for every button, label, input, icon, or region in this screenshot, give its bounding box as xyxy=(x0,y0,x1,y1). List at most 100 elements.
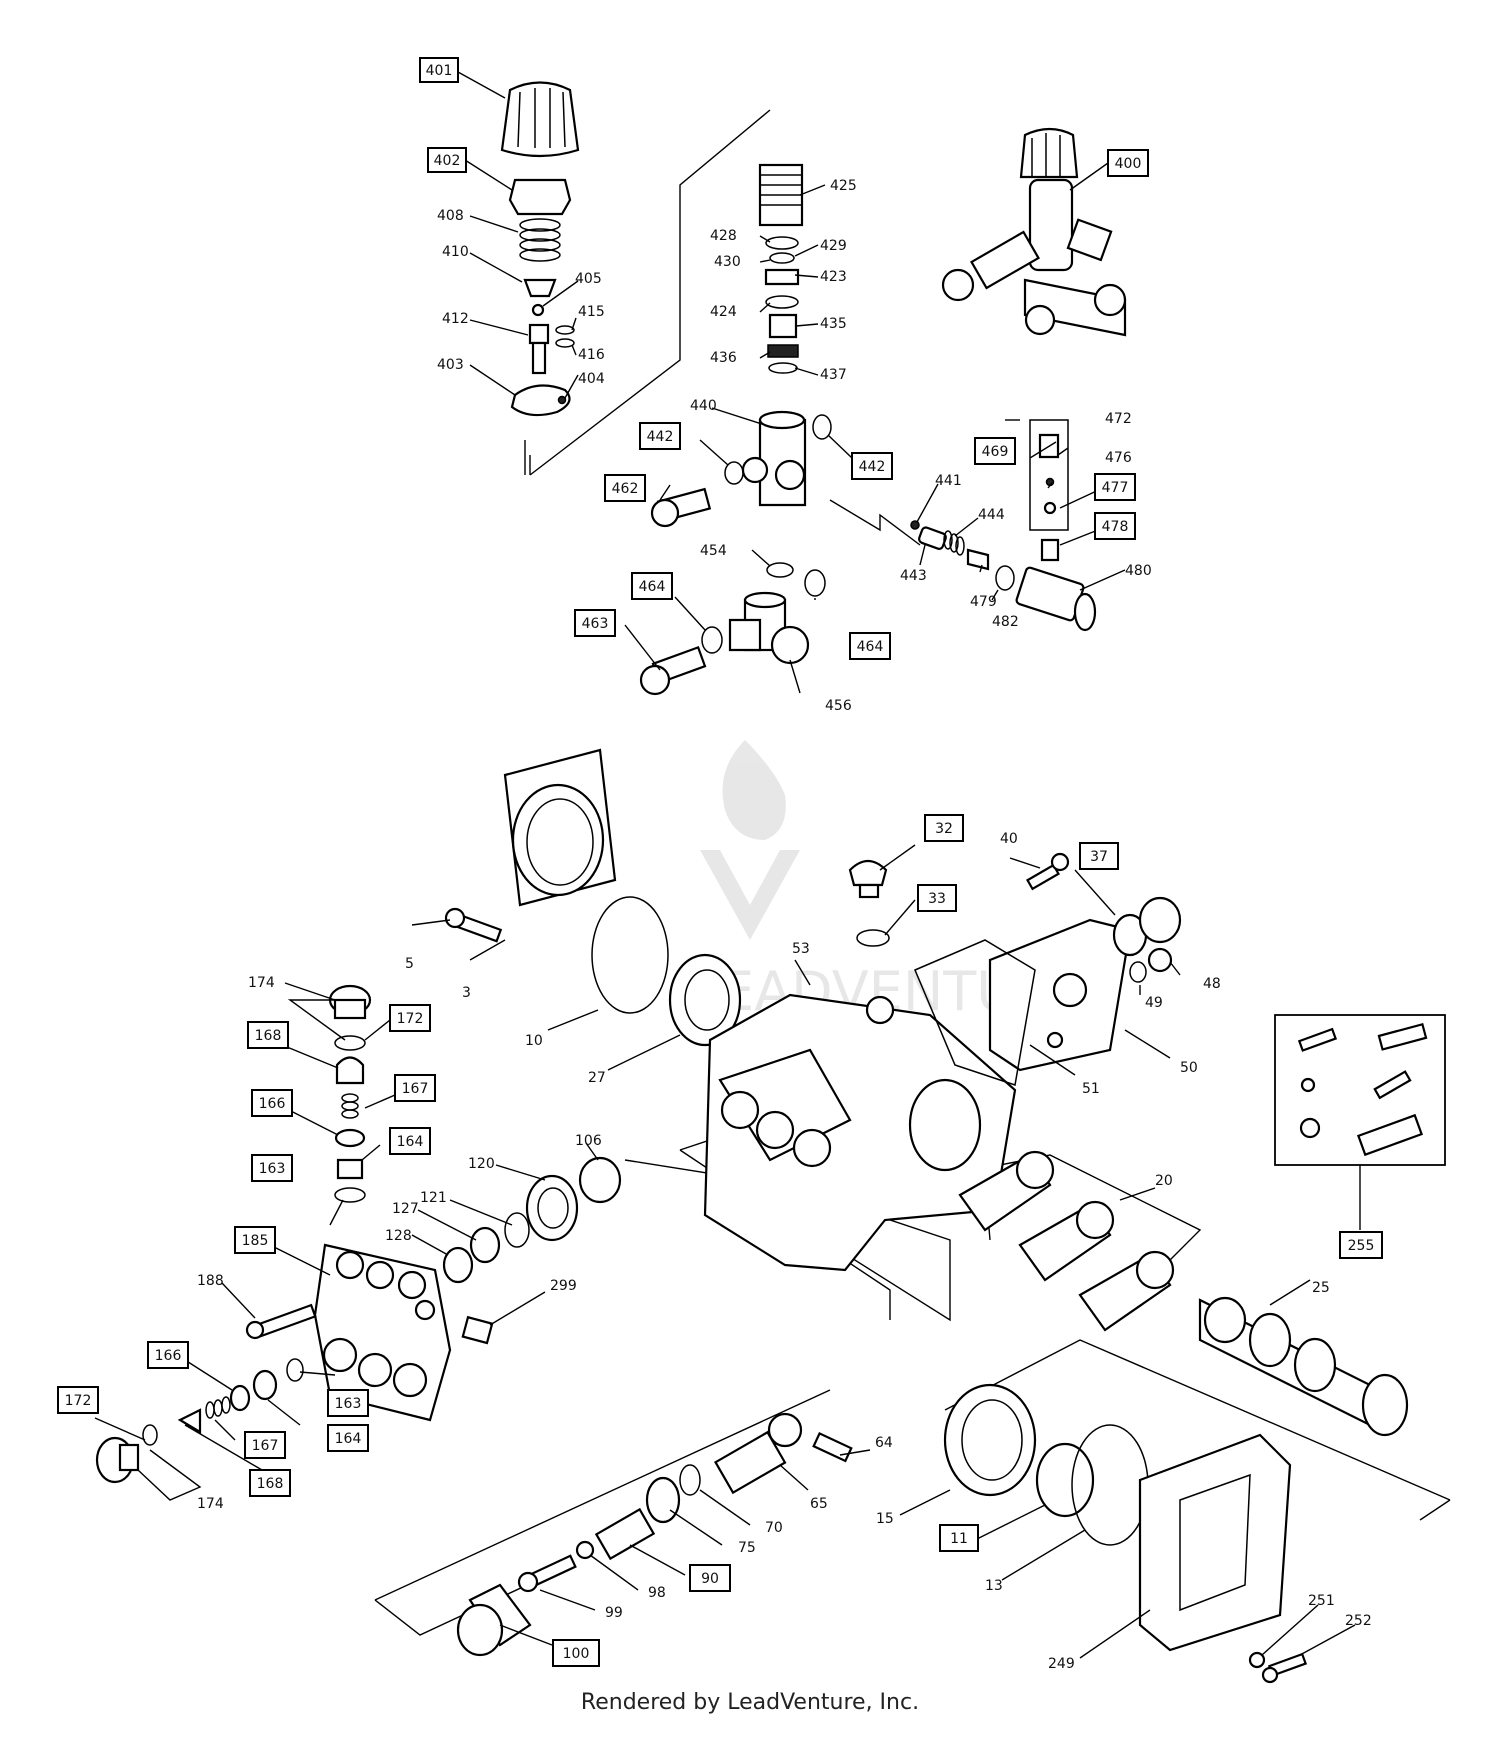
callout-33: 33 xyxy=(917,884,957,912)
svg-text:255: 255 xyxy=(1348,1238,1375,1254)
label-5: 5 xyxy=(405,956,414,972)
manifold-head-185 xyxy=(313,1243,452,1422)
label-425: 425 xyxy=(830,178,857,194)
label-424: 424 xyxy=(710,304,737,320)
label-476: 476 xyxy=(1105,450,1132,466)
seal-75 xyxy=(645,1476,681,1524)
cap-402 xyxy=(508,178,572,216)
callout-255: 255 xyxy=(1339,1231,1383,1259)
label-299: 299 xyxy=(550,1278,577,1294)
washer-436 xyxy=(767,344,799,358)
cage-168-bottom xyxy=(177,1408,202,1434)
label-252: 252 xyxy=(1345,1613,1372,1629)
valve-435 xyxy=(768,313,798,339)
label-50: 50 xyxy=(1180,1060,1198,1076)
callout-401: 401 xyxy=(419,57,459,83)
injector-480 xyxy=(1015,566,1097,632)
bolt-40 xyxy=(1026,852,1070,891)
svg-text:166: 166 xyxy=(259,1096,286,1112)
oring-163-top xyxy=(334,1187,366,1203)
oring-172-top xyxy=(334,1035,366,1051)
ball-405 xyxy=(531,303,545,317)
seat-423 xyxy=(764,268,800,286)
label-456: 456 xyxy=(825,698,852,714)
oring-464-left xyxy=(701,626,723,654)
svg-text:463: 463 xyxy=(582,616,609,632)
pin-64 xyxy=(812,1432,853,1463)
callout-442-right: 442 xyxy=(851,452,893,480)
kit-255-contents xyxy=(1297,1022,1428,1157)
ring-477 xyxy=(1043,501,1057,515)
callout-163-bottom: 163 xyxy=(327,1389,369,1417)
svg-text:168: 168 xyxy=(255,1028,282,1044)
spring-408 xyxy=(519,218,561,262)
callout-462: 462 xyxy=(604,474,646,502)
label-99: 99 xyxy=(605,1605,623,1621)
svg-text:100: 100 xyxy=(563,1646,590,1662)
label-428: 428 xyxy=(710,228,737,244)
label-48: 48 xyxy=(1203,976,1221,992)
callout-163-top: 163 xyxy=(251,1154,293,1182)
callout-37: 37 xyxy=(1079,842,1119,870)
callout-402: 402 xyxy=(427,147,467,173)
ball-441 xyxy=(910,520,920,530)
label-249: 249 xyxy=(1048,1656,1075,1672)
label-435: 435 xyxy=(820,316,847,332)
callout-90: 90 xyxy=(689,1564,731,1592)
label-412: 412 xyxy=(442,311,469,327)
callout-168-bottom: 168 xyxy=(249,1469,291,1497)
oring-10 xyxy=(591,896,669,1014)
svg-text:168: 168 xyxy=(257,1476,284,1492)
label-98: 98 xyxy=(648,1585,666,1601)
washer-251 xyxy=(1248,1651,1266,1669)
seal-11 xyxy=(1035,1442,1095,1518)
svg-text:166: 166 xyxy=(155,1348,182,1364)
label-443: 443 xyxy=(900,568,927,584)
callout-100: 100 xyxy=(552,1639,600,1667)
callout-164-top: 164 xyxy=(389,1127,431,1155)
svg-text:462: 462 xyxy=(612,481,639,497)
label-10: 10 xyxy=(525,1033,543,1049)
label-40: 40 xyxy=(1000,831,1018,847)
part-labels: 408 410 405 412 415 416 403 404 425 428 … xyxy=(197,178,1372,1672)
bearing-27 xyxy=(668,953,742,1047)
label-472: 472 xyxy=(1105,411,1132,427)
oring-424 xyxy=(765,295,799,309)
label-128: 128 xyxy=(385,1228,412,1244)
label-441: 441 xyxy=(935,473,962,489)
seal-retainer-120 xyxy=(525,1174,579,1242)
gasket-51 xyxy=(914,939,1036,1086)
label-408: 408 xyxy=(437,208,464,224)
plug-174-top xyxy=(328,984,372,1020)
label-51: 51 xyxy=(1082,1081,1100,1097)
bolt-188 xyxy=(245,1303,317,1340)
cover-50 xyxy=(988,918,1132,1072)
seal-127 xyxy=(469,1226,501,1264)
label-53: 53 xyxy=(792,941,810,957)
callout-172-bottom: 172 xyxy=(57,1386,99,1414)
manifold-440 xyxy=(741,410,807,507)
callout-164-bottom: 164 xyxy=(327,1424,369,1452)
svg-text:400: 400 xyxy=(1115,156,1142,172)
oring-163-bottom xyxy=(286,1358,304,1382)
plunger-100 xyxy=(456,1583,532,1657)
svg-text:402: 402 xyxy=(434,153,461,169)
label-13: 13 xyxy=(985,1578,1003,1594)
ball-404 xyxy=(557,395,567,405)
svg-text:163: 163 xyxy=(259,1161,286,1177)
label-64: 64 xyxy=(875,1435,893,1451)
plunger-rod-65 xyxy=(714,1412,803,1495)
bolt-99 xyxy=(517,1554,577,1593)
oring-33 xyxy=(856,929,890,947)
spring-167-top xyxy=(341,1093,359,1119)
oring-172-bottom xyxy=(142,1424,158,1446)
svg-text:464: 464 xyxy=(857,639,884,655)
svg-text:90: 90 xyxy=(701,1571,719,1587)
callout-477: 477 xyxy=(1094,473,1136,501)
seat-443 xyxy=(918,526,947,550)
seat-164-bottom xyxy=(252,1369,278,1401)
label-429: 429 xyxy=(820,238,847,254)
seal-128 xyxy=(442,1246,474,1284)
label-65: 65 xyxy=(810,1496,828,1512)
